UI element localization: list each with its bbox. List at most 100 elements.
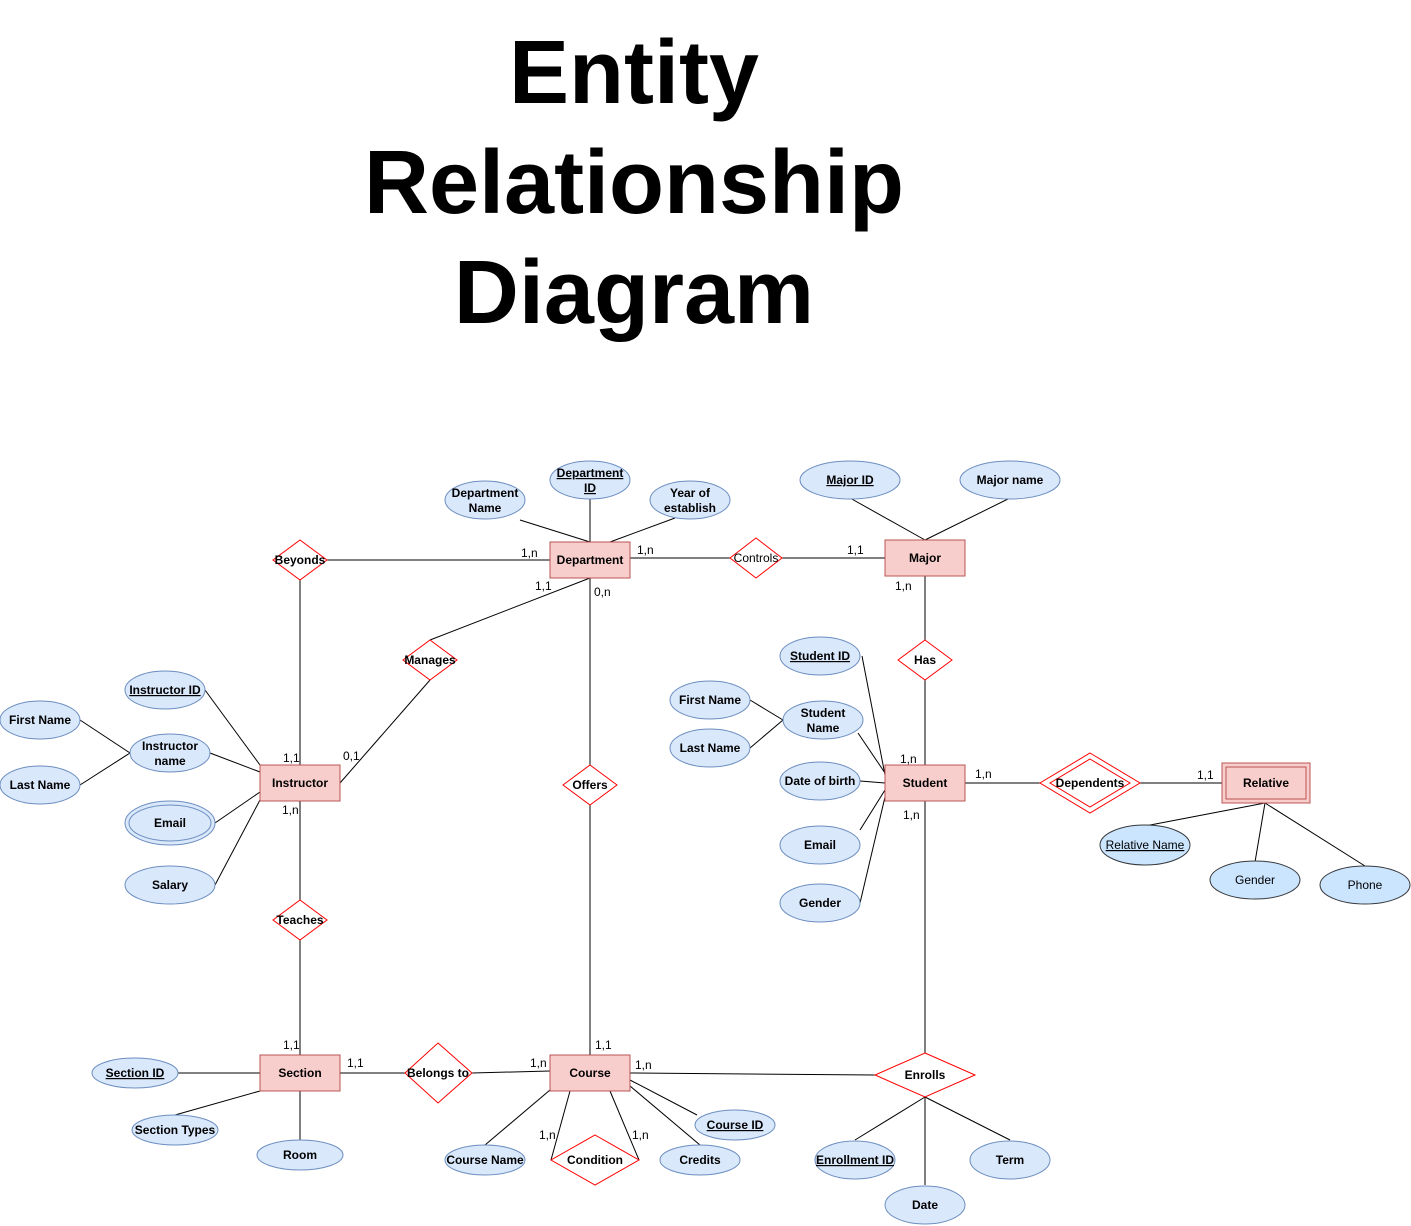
- card-course-belongs: 1,n: [530, 1056, 547, 1070]
- svg-text:Major name: Major name: [977, 473, 1044, 487]
- svg-text:Student ID: Student ID: [790, 649, 850, 663]
- attr-instructor-email-multivalued: Email: [124, 800, 216, 846]
- attr-phone: Phone: [1319, 865, 1411, 905]
- attr-section-types: Section Types: [131, 1114, 219, 1146]
- title-line-2: Relationship: [363, 133, 905, 233]
- svg-text:Name: Name: [807, 721, 840, 735]
- attr-credits: Credits: [659, 1144, 741, 1176]
- attr-instructor-first-name: First Name: [0, 700, 81, 740]
- attr-relative-gender: Gender: [1209, 860, 1301, 900]
- svg-text:Belongs to: Belongs to: [407, 1066, 469, 1080]
- rel-controls[interactable]: Controls: [729, 537, 783, 579]
- svg-text:Credits: Credits: [679, 1153, 721, 1167]
- svg-text:Course ID: Course ID: [707, 1118, 764, 1132]
- rel-enrolls[interactable]: Enrolls: [873, 1052, 977, 1098]
- svg-text:Name: Name: [469, 501, 502, 515]
- rel-dependents-identifying[interactable]: Dependents: [1039, 752, 1141, 814]
- svg-text:Manages: Manages: [404, 653, 456, 667]
- svg-text:Department: Department: [557, 466, 624, 480]
- svg-text:Student: Student: [903, 776, 948, 790]
- svg-text:Offers: Offers: [572, 778, 608, 792]
- rel-condition-recursive[interactable]: Condition: [549, 1134, 641, 1186]
- card-dept-manages: 1,1: [535, 579, 552, 593]
- svg-text:Relative Name: Relative Name: [1106, 838, 1185, 852]
- attr-student-id: Student ID: [779, 636, 861, 676]
- card-instructor-manages: 0,1: [343, 749, 360, 763]
- card-course-offers: 1,1: [595, 1038, 612, 1052]
- attr-year-of-establish: Year of establish: [649, 480, 731, 520]
- svg-text:Last Name: Last Name: [680, 741, 741, 755]
- connector-lines: [79, 497, 1366, 1185]
- svg-text:Salary: Salary: [152, 878, 188, 892]
- diagram-title: Entity Relationship Diagram: [234, 18, 1034, 348]
- svg-text:Controls: Controls: [734, 551, 779, 565]
- svg-text:Beyonds: Beyonds: [275, 553, 326, 567]
- entity-student[interactable]: Student: [884, 764, 966, 802]
- svg-text:Enrolls: Enrolls: [905, 1068, 946, 1082]
- attr-student-gender: Gender: [779, 883, 861, 923]
- attr-salary: Salary: [124, 865, 216, 905]
- card-relative-dependents: 1,1: [1197, 768, 1214, 782]
- svg-text:Date: Date: [912, 1198, 938, 1212]
- card-condition-right: 1,n: [632, 1128, 649, 1142]
- svg-text:First Name: First Name: [9, 713, 71, 727]
- svg-text:Department: Department: [452, 486, 519, 500]
- entity-relative-weak[interactable]: Relative: [1221, 762, 1311, 804]
- card-section-belongs: 1,1: [347, 1056, 364, 1070]
- card-section-teaches: 1,1: [283, 1038, 300, 1052]
- svg-text:Section Types: Section Types: [135, 1123, 216, 1137]
- card-instructor-teaches: 1,n: [282, 803, 299, 817]
- entity-major[interactable]: Major: [884, 539, 966, 577]
- card-student-dependents: 1,n: [975, 767, 992, 781]
- entity-section[interactable]: Section: [259, 1054, 341, 1092]
- rel-manages[interactable]: Manages: [402, 639, 458, 681]
- rel-belongs-to[interactable]: Belongs to: [404, 1042, 473, 1104]
- svg-text:Relative: Relative: [1243, 776, 1289, 790]
- rel-offers[interactable]: Offers: [562, 764, 618, 806]
- rel-has[interactable]: Has: [897, 639, 953, 681]
- rel-beyonds[interactable]: Beyonds: [272, 539, 328, 581]
- svg-text:Course: Course: [569, 1066, 611, 1080]
- attr-student-email: Email: [779, 825, 861, 865]
- svg-text:Term: Term: [996, 1153, 1024, 1167]
- svg-text:Major: Major: [909, 551, 941, 565]
- svg-text:Last Name: Last Name: [10, 778, 71, 792]
- svg-text:Email: Email: [804, 838, 836, 852]
- attr-date: Date: [884, 1185, 966, 1225]
- entity-instructor[interactable]: Instructor: [259, 764, 341, 802]
- svg-text:Phone: Phone: [1348, 878, 1383, 892]
- attr-instructor-id: Instructor ID: [124, 670, 206, 710]
- svg-text:Instructor: Instructor: [142, 739, 198, 753]
- entity-course[interactable]: Course: [549, 1054, 631, 1092]
- svg-text:Section ID: Section ID: [106, 1066, 165, 1080]
- attr-term: Term: [969, 1140, 1051, 1180]
- card-condition-left: 1,n: [539, 1128, 556, 1142]
- attr-department-id: Department ID: [549, 460, 631, 500]
- attr-date-of-birth: Date of birth: [779, 761, 861, 801]
- svg-text:Section: Section: [278, 1066, 321, 1080]
- rel-teaches[interactable]: Teaches: [272, 899, 328, 941]
- attr-department-name: Department Name: [444, 480, 526, 520]
- svg-text:Date of birth: Date of birth: [785, 774, 856, 788]
- card-major-has: 1,n: [895, 579, 912, 593]
- entity-department[interactable]: Department: [549, 541, 631, 579]
- attr-major-id: Major ID: [799, 460, 901, 500]
- svg-text:Student: Student: [801, 706, 846, 720]
- cardinality-labels: 1,n 1,n 1,1 1,1 0,n 1,n 1,1 0,1 1,n 1,n …: [282, 543, 1214, 1142]
- svg-text:Gender: Gender: [1235, 873, 1275, 887]
- svg-text:Dependents: Dependents: [1056, 776, 1125, 790]
- svg-text:Room: Room: [283, 1148, 317, 1162]
- svg-text:Instructor ID: Instructor ID: [129, 683, 201, 697]
- card-dept-offers: 0,n: [594, 585, 611, 599]
- svg-text:ID: ID: [584, 481, 596, 495]
- card-student-enrolls: 1,n: [903, 808, 920, 822]
- card-dept-beyonds: 1,n: [521, 546, 538, 560]
- svg-text:Teaches: Teaches: [276, 913, 323, 927]
- svg-text:Gender: Gender: [799, 896, 841, 910]
- svg-text:Enrollment ID: Enrollment ID: [816, 1153, 894, 1167]
- attr-enrollment-id: Enrollment ID: [814, 1140, 896, 1180]
- attr-instructor-name: Instructor name: [129, 733, 211, 773]
- card-dept-controls: 1,n: [637, 543, 654, 557]
- attr-course-name: Course Name: [444, 1144, 526, 1176]
